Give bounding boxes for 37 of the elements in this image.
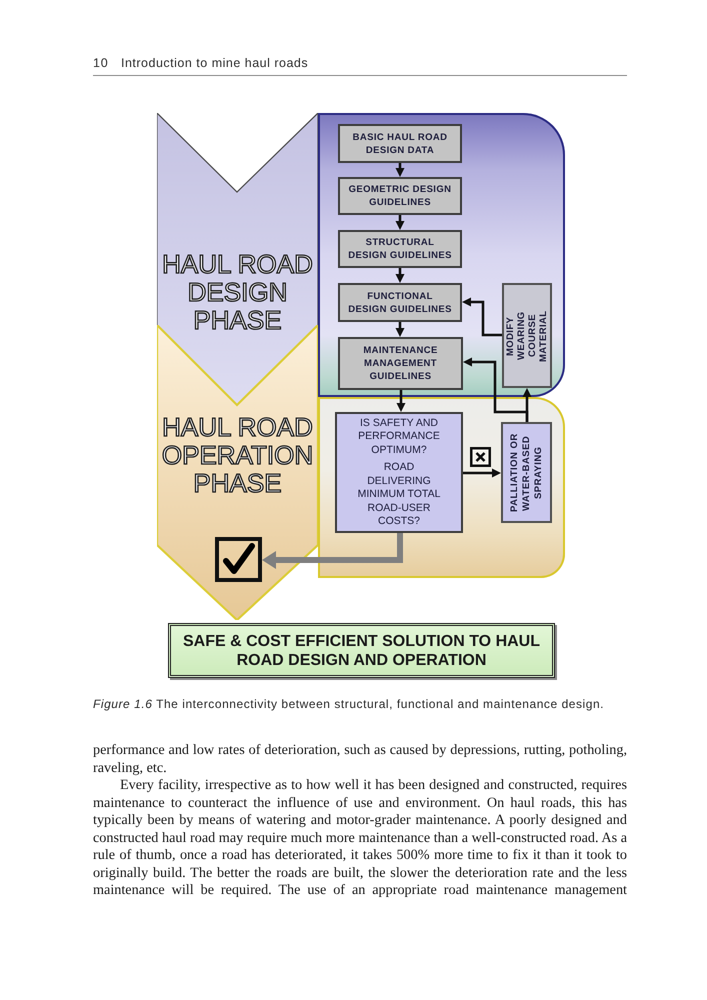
box-label: STRUCTURAL DESIGN GUIDELINES xyxy=(347,236,453,262)
arrow xyxy=(462,298,502,336)
arrow xyxy=(396,322,404,337)
box-label: MAINTENANCE MANAGEMENT GUIDELINES xyxy=(362,344,439,383)
decision-box xyxy=(335,412,463,533)
process-box xyxy=(338,283,462,322)
arrow xyxy=(396,215,404,230)
body-paragraph: performance and low rates of deterioration, such as caused by depressions, rutting, potholing, raveling, etc. xyxy=(93,742,627,777)
arrow xyxy=(396,390,406,412)
phase-panel xyxy=(318,113,565,397)
banner-text: SAFE & COST EFFICIENT SOLUTION TO HAUL ROAD DESIGN AND OPERATION xyxy=(182,632,542,670)
checkbox-icon xyxy=(215,537,262,582)
arrow xyxy=(396,268,404,283)
process-box xyxy=(338,177,462,215)
box-label: PALLIATION OR WATER-BASED SPRAYING xyxy=(508,432,544,514)
process-box xyxy=(338,124,462,163)
box-label: FUNCTIONAL DESIGN GUIDELINES xyxy=(347,290,453,316)
phase-panel xyxy=(318,397,565,578)
phase-title: HAUL ROAD OPERATION PHASE xyxy=(160,413,314,497)
box-label: GEOMETRIC DESIGN GUIDELINES xyxy=(348,183,452,209)
running-head: Introduction to mine haul roads xyxy=(121,55,308,71)
arrow xyxy=(396,163,404,177)
process-box xyxy=(502,283,552,388)
question-text: ROAD DELIVERING MINIMUM TOTAL ROAD-USER COSTS? xyxy=(356,461,442,528)
process-box xyxy=(338,337,463,390)
arrow xyxy=(463,468,501,478)
box-label: BASIC HAUL ROAD DESIGN DATA xyxy=(352,130,448,156)
figure-caption: Figure 1.6 The interconnectivity between structural, functional and maintenance design. xyxy=(93,697,604,712)
phase-title: HAUL ROAD DESIGN PHASE xyxy=(161,250,314,334)
process-box xyxy=(338,230,462,268)
process-box xyxy=(501,422,552,523)
body-paragraph: Every facility, irrespective as to how well it has been designed and constructed, requires maintenance to counteract the influence of use and environment. On haul roads, this has typically been by means of watering and motor-grader maintenance. A poorly designed and constructed haul road may require much more maintenance than a well-constructed road. As a rule of thumb, once a road has deteriorated, it takes 500% more time to fix it than it took to originally build. The better the roads are built, the slower the deterioration rate and the less maintenance will be required. The use of an appropriate road maintenance management xyxy=(93,777,627,900)
box-label: MODIFY WEARING COURSE MATERIAL xyxy=(505,308,549,364)
page-number: 10 xyxy=(93,55,108,71)
arrow xyxy=(463,358,528,422)
question-text: IS SAFETY AND PERFORMANCE OPTIMUM? xyxy=(357,416,441,457)
outcome-banner xyxy=(168,623,555,678)
